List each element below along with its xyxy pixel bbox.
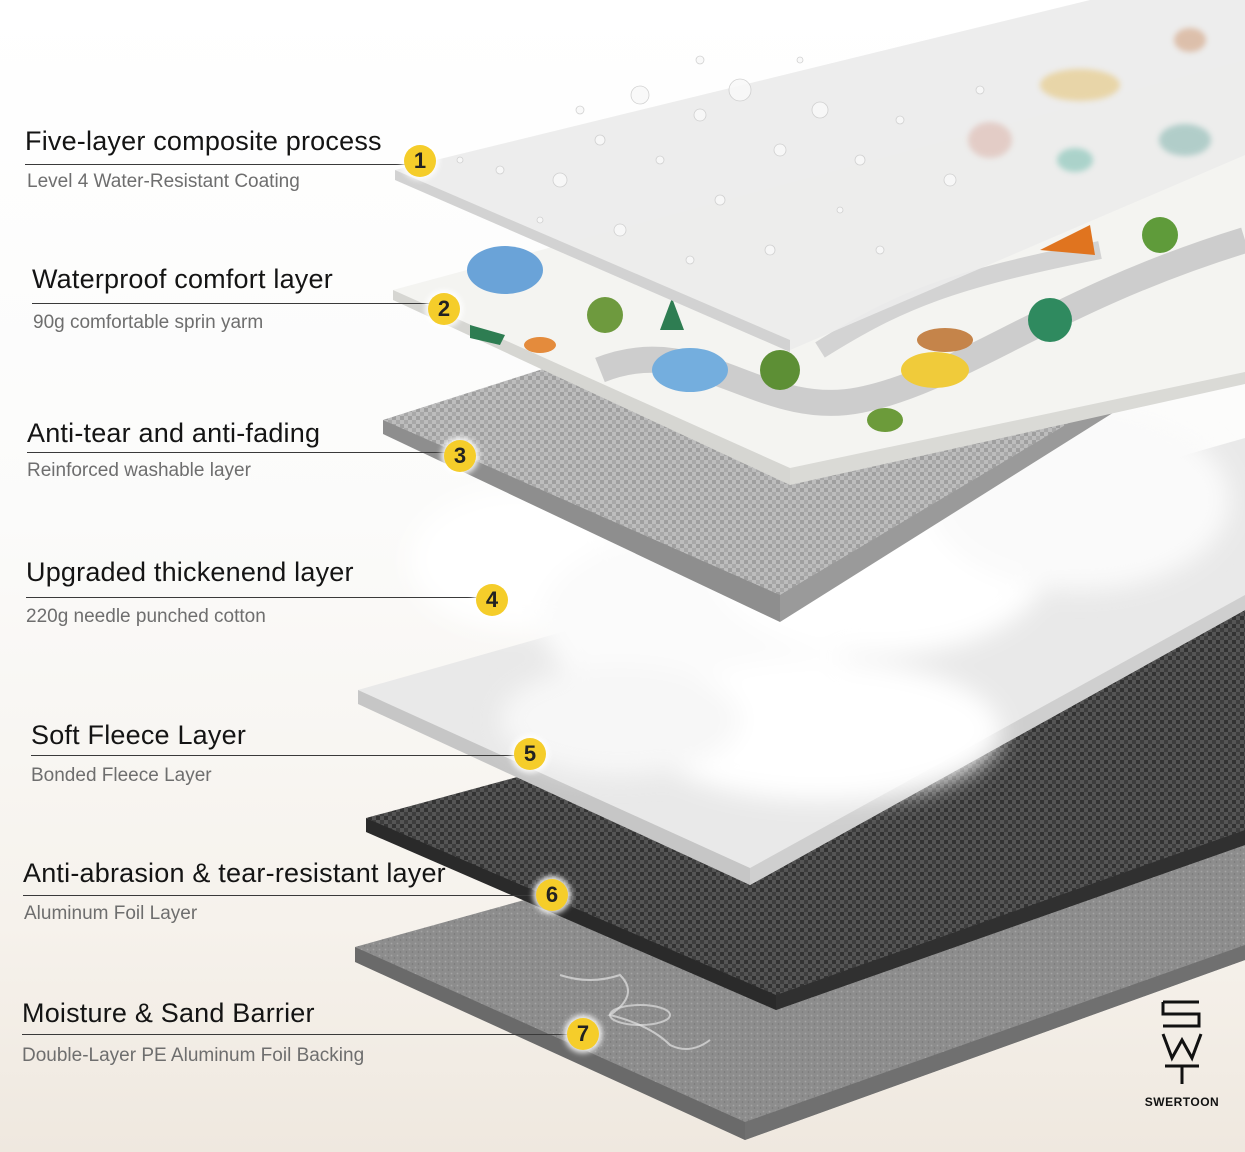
layer-2-subtitle: 90g comfortable sprin yarm xyxy=(33,312,264,333)
layer-5-title: Soft Fleece Layer xyxy=(31,720,247,750)
layer-7-title: Moisture & Sand Barrier xyxy=(22,998,315,1028)
layer-1-subtitle: Level 4 Water-Resistant Coating xyxy=(27,171,300,192)
swertoon-logo-icon xyxy=(1161,1000,1203,1084)
layer-2-number-badge: 2 xyxy=(428,293,460,325)
layer-2-title: Waterproof comfort layer xyxy=(32,264,333,294)
layer-4-number-badge: 4 xyxy=(476,584,508,616)
layer-1-title: Five-layer composite process xyxy=(25,126,382,156)
layer-3-subtitle: Reinforced washable layer xyxy=(27,460,251,481)
layer-1-number-badge: 1 xyxy=(404,145,436,177)
brand-logo: SWERTOON xyxy=(1140,996,1224,1109)
layer-7-subtitle: Double-Layer PE Aluminum Foil Backing xyxy=(22,1045,365,1066)
layer-1-sheet xyxy=(395,0,1245,352)
layer-4-title: Upgraded thickenend layer xyxy=(26,557,354,587)
leader-line-4 xyxy=(26,597,476,598)
layer-5-subtitle: Bonded Fleece Layer xyxy=(31,765,212,786)
leader-line-2 xyxy=(32,303,430,304)
layer-6-subtitle: Aluminum Foil Layer xyxy=(24,903,198,924)
leader-line-1 xyxy=(25,164,405,165)
layer-4-subtitle: 220g needle punched cotton xyxy=(26,606,266,627)
leader-line-3 xyxy=(27,452,445,453)
leader-line-7 xyxy=(22,1034,567,1035)
brand-name: SWERTOON xyxy=(1144,1095,1220,1109)
leader-line-5 xyxy=(31,755,515,756)
leader-line-6 xyxy=(23,895,535,896)
layer-6-number-badge: 6 xyxy=(536,879,568,911)
layer-3-number-badge: 3 xyxy=(444,440,476,472)
layer-5-number-badge: 5 xyxy=(514,738,546,770)
layer-3-title: Anti-tear and anti-fading xyxy=(27,418,321,448)
layer-7-number-badge: 7 xyxy=(567,1018,599,1050)
layer-6-title: Anti-abrasion & tear-resistant layer xyxy=(23,858,446,888)
